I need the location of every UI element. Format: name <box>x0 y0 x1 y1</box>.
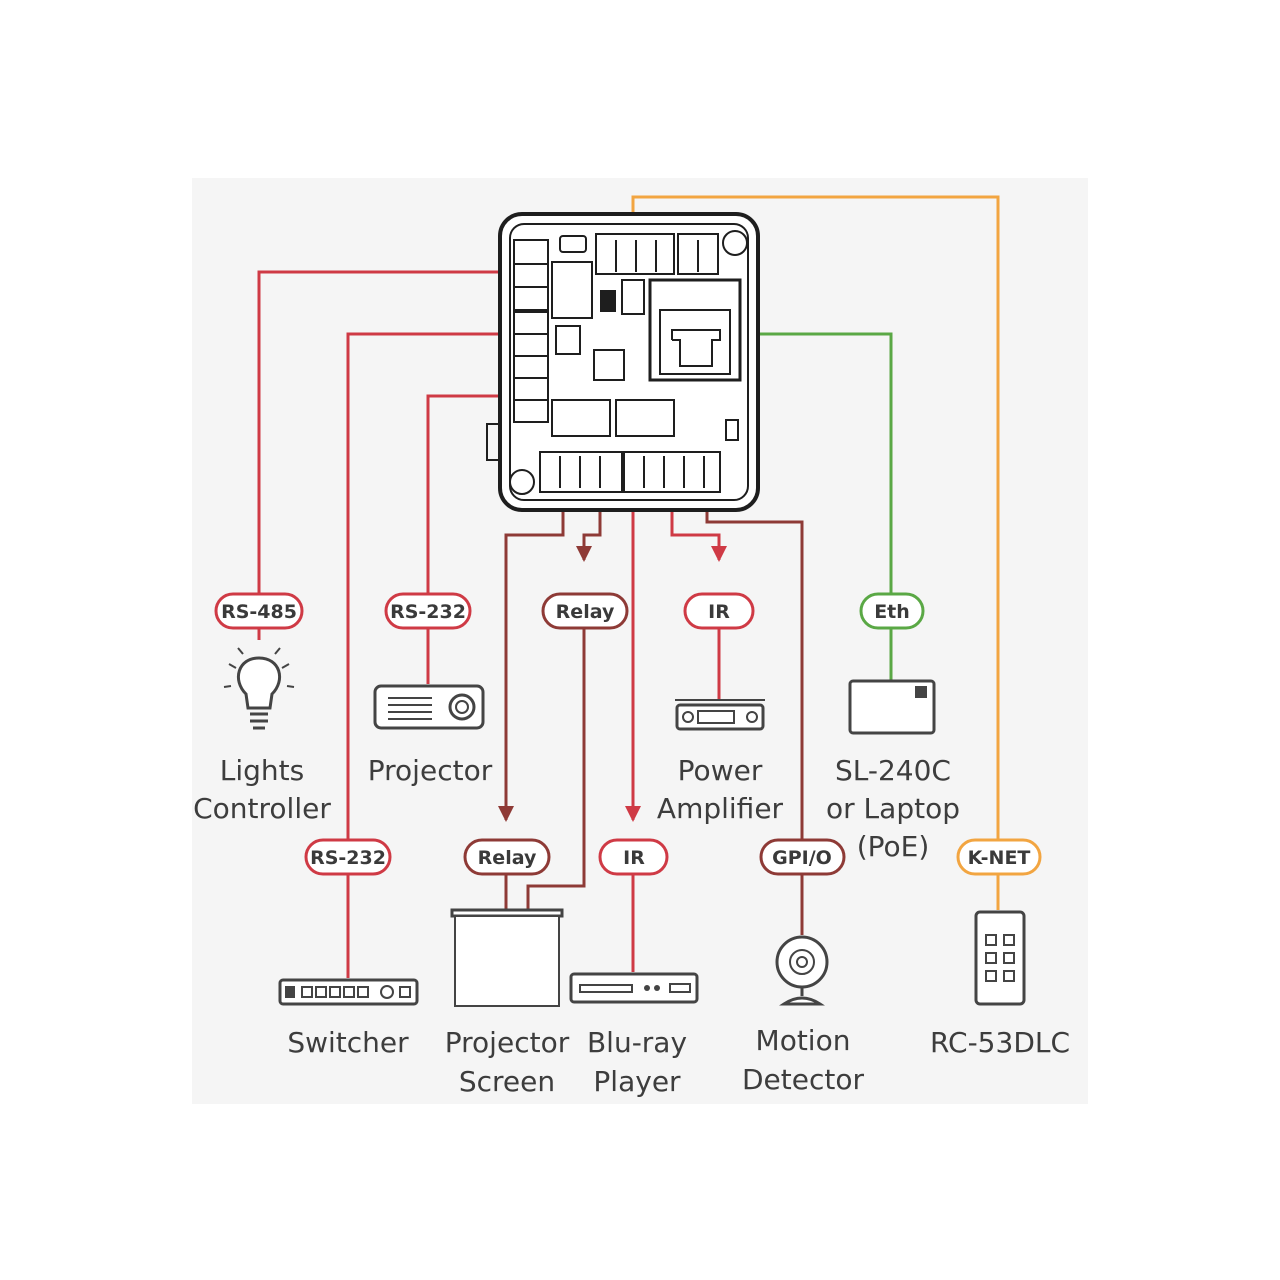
device-labels: Lights Controller Projector Power Amplif… <box>193 754 1070 1098</box>
motion-detector-label-line1: Motion <box>756 1024 851 1057</box>
pill-knet: K-NET <box>956 838 1042 876</box>
rs485-wire <box>257 270 510 594</box>
pill-rs232-switcher: RS-232 <box>304 838 392 876</box>
knet-wire <box>631 195 1000 840</box>
pill-relay-top-text: Relay <box>556 601 615 623</box>
sl-240c-icon <box>848 679 936 735</box>
sl240c-label-line2: or Laptop <box>826 792 960 825</box>
pill-gpio: GPI/O <box>759 838 846 876</box>
lights-controller-label-line2: Controller <box>193 792 331 825</box>
pill-rs485-text: RS-485 <box>221 601 297 623</box>
ir-amp-arrow <box>711 546 727 562</box>
pill-relay-top: Relay <box>541 592 629 630</box>
switcher-icon <box>278 978 419 1006</box>
eth-wire <box>740 332 893 594</box>
pill-ir-amp: IR <box>683 592 755 630</box>
relay-top-wire-lower <box>526 628 586 910</box>
pill-knet-text: K-NET <box>968 847 1031 869</box>
bluray-label-line2: Player <box>593 1065 681 1098</box>
rs232-projector-wire <box>426 394 510 594</box>
pill-gpio-text: GPI/O <box>772 847 832 869</box>
control-board-icon <box>486 212 760 512</box>
lights-controller-label-line1: Lights <box>220 754 304 787</box>
pill-rs232-projector: RS-232 <box>384 592 472 630</box>
switcher-label: Switcher <box>287 1026 409 1059</box>
pill-relay-bottom: Relay <box>463 838 551 876</box>
relay-top-arrow <box>576 546 592 562</box>
pill-eth: Eth <box>859 592 925 630</box>
ir-bluray-arrow <box>625 806 641 822</box>
bluray-label-line1: Blu-ray <box>587 1026 687 1059</box>
relay-bottom-wire <box>504 512 565 820</box>
motion-detector-label-line2: Detector <box>742 1063 864 1096</box>
sl240c-label-line3: (PoE) <box>857 830 930 863</box>
bluray-player-icon <box>569 972 699 1004</box>
pill-relay-bottom-text: Relay <box>478 847 537 869</box>
power-amplifier-icon <box>675 699 765 731</box>
keypad-icon <box>974 910 1026 1006</box>
rs232-switcher-wire <box>346 332 510 840</box>
power-amplifier-label-line2: Amplifier <box>657 792 784 825</box>
rc53dlc-label: RC-53DLC <box>930 1026 1070 1059</box>
projector-label: Projector <box>368 754 493 787</box>
pill-rs485: RS-485 <box>214 592 304 630</box>
pill-eth-text: Eth <box>874 601 910 623</box>
pill-ir-bluray-text: IR <box>623 847 645 869</box>
projector-screen-icon <box>450 908 564 1007</box>
projector-icon <box>373 684 485 730</box>
projector-screen-label-line2: Screen <box>459 1065 555 1098</box>
pills: RS-485 RS-232 Relay IR Eth RS-232 Relay <box>214 592 1042 876</box>
gpio-wire <box>705 512 804 840</box>
pill-rs232-switcher-text: RS-232 <box>310 847 386 869</box>
pill-ir-amp-text: IR <box>708 601 730 623</box>
sl240c-label-line1: SL-240C <box>835 754 951 787</box>
light-bulb-icon <box>223 647 295 730</box>
motion-detector-icon <box>775 935 829 1006</box>
pill-rs232-projector-text: RS-232 <box>390 601 466 623</box>
pill-ir-bluray: IR <box>598 838 669 876</box>
projector-screen-label-line1: Projector <box>445 1026 570 1059</box>
wires <box>257 195 1000 978</box>
relay-bottom-arrow <box>498 806 514 822</box>
power-amplifier-label-line1: Power <box>678 754 763 787</box>
